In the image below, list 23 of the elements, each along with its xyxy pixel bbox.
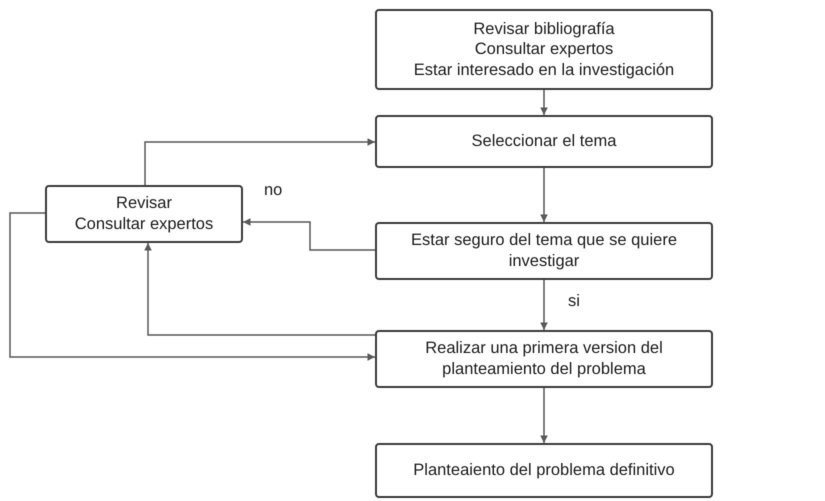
box-text: Estar seguro del tema que se quiere investigar [410,230,678,272]
process-box [375,115,713,168]
process-box [375,9,713,90]
box-text: Revisar [116,193,172,214]
arrow [540,280,548,330]
box-text: Seleccionar el tema [472,131,616,152]
arrow [540,168,548,222]
process-box [375,443,713,498]
process-box [375,330,713,388]
box-text: Estar interesado en la investigación [414,60,674,80]
arrow [9,212,375,361]
box-text: Realizar una primera version del planteamiento del problema [424,338,664,380]
box-text: Consultar expertos [474,39,614,60]
box-text: Planteaiento del problema definitivo [413,460,675,481]
arrow [540,90,548,115]
process-box [45,185,243,243]
arrow [144,138,375,185]
box-text: Revisar bibliografía [473,18,615,40]
box-text: Consultar expertos [74,214,214,235]
arrow [540,388,548,443]
arrow [144,243,375,336]
process-box [375,222,713,280]
arrow [243,218,375,251]
